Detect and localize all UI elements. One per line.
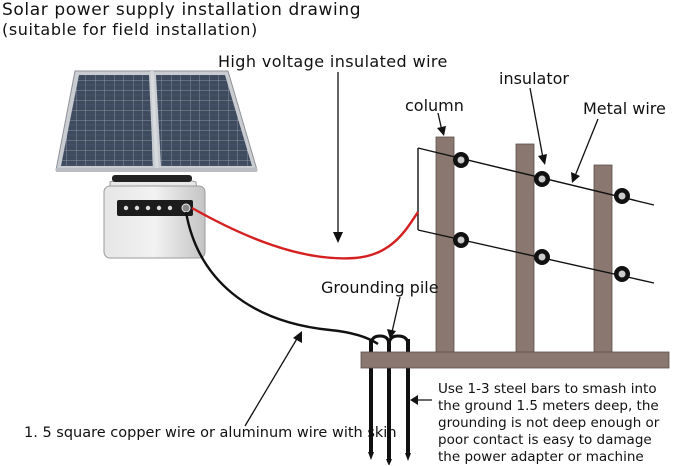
solar-panel-icon xyxy=(55,70,258,172)
label-insulator: insulator xyxy=(499,69,569,88)
note-line: the ground 1.5 meters deep, the xyxy=(438,398,659,414)
fence-post xyxy=(435,136,455,356)
note-line: poor contact is easy to damage xyxy=(438,432,652,448)
diagram-title: Solar power supply installation drawing xyxy=(2,0,362,20)
note-line: grounding is not deep enough or xyxy=(438,415,660,431)
label-high-voltage-wire: High voltage insulated wire xyxy=(218,52,448,71)
hv-wire xyxy=(191,206,419,260)
diagram-subtitle: (suitable for field installation) xyxy=(2,20,258,39)
ground-wire xyxy=(184,211,379,346)
label-column: column xyxy=(405,96,464,115)
label-grounding-pile: Grounding pile xyxy=(321,278,439,297)
note-line: the power adapter or machine xyxy=(438,449,644,465)
label-copper-wire: 1. 5 square copper wire or aluminum wire… xyxy=(24,425,397,441)
callout-arrows xyxy=(244,72,599,427)
ground-beam xyxy=(360,351,670,369)
energizer-box-icon xyxy=(103,175,206,259)
fence-posts xyxy=(435,136,613,356)
note-line: Use 1-3 steel bars to smash into xyxy=(438,381,657,397)
insulator-icon xyxy=(453,152,630,282)
grounding-note: Use 1-3 steel bars to smash into the gro… xyxy=(438,381,678,466)
label-metal-wire: Metal wire xyxy=(583,99,666,118)
